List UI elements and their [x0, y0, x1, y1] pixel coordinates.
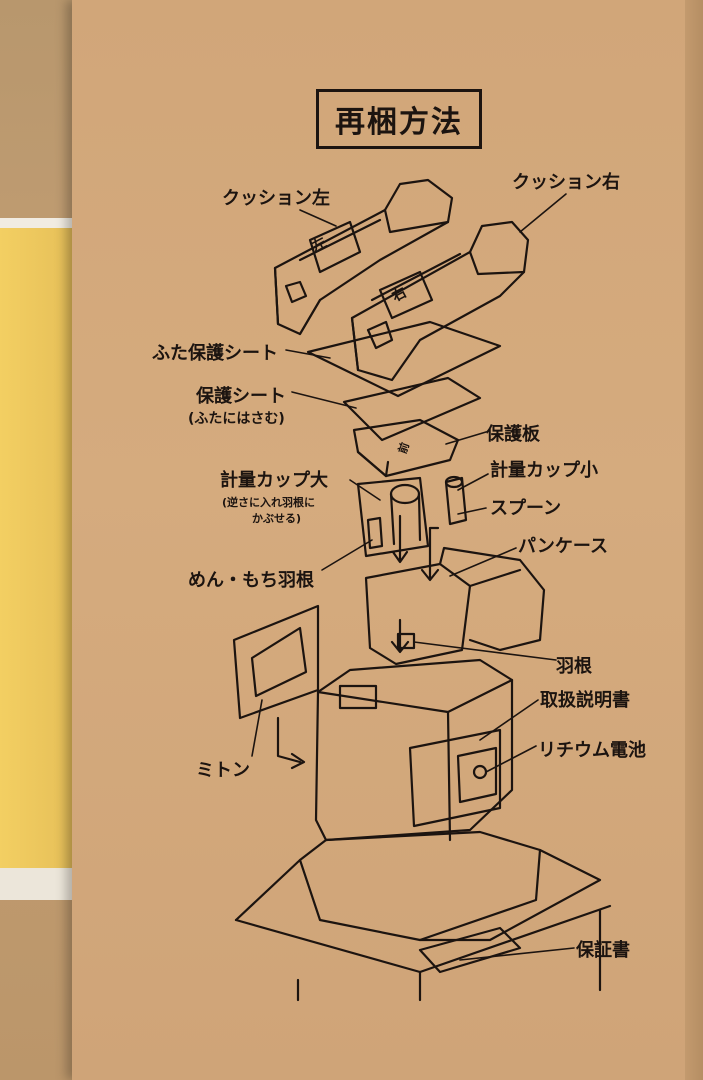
label-cushion-right: クッション右	[512, 172, 620, 193]
label-cup-large-note-1: (逆さに入れ羽根に	[222, 496, 316, 509]
label-warranty: 保証書	[576, 940, 630, 961]
label-cup-small: 計量カップ小	[490, 460, 598, 481]
cardboard-panel	[72, 0, 703, 1080]
base-box-illustration	[234, 830, 612, 1002]
arrow-down-left	[391, 514, 409, 564]
mitten-illustration	[232, 604, 320, 770]
label-protect-sheet: 保護シート	[196, 386, 286, 407]
label-noodle-blade: めん・もち羽根	[188, 570, 314, 591]
leader-lines	[251, 193, 575, 961]
protect-board-illustration	[352, 418, 460, 478]
label-manual: 取扱説明書	[540, 690, 630, 711]
lid-sheet-illustration	[306, 320, 502, 398]
label-battery: リチウム電池	[538, 740, 646, 761]
label-pan-case: パンケース	[518, 536, 608, 557]
label-cup-large-note-2: かぶせる)	[252, 512, 302, 525]
protect-sheet-illustration	[342, 376, 482, 442]
cushion-left-illustration	[273, 178, 454, 336]
arrow-down-right	[420, 526, 440, 582]
label-lid-sheet: ふた保護シート	[152, 343, 278, 364]
panel-edge	[685, 0, 703, 1080]
cushion-right-illustration	[350, 220, 530, 382]
label-protect-sheet-note: (ふたにはさむ)	[188, 411, 285, 427]
label-cup-large: 計量カップ大	[220, 470, 328, 491]
machine-illustration	[314, 658, 514, 842]
label-blade: 羽根	[556, 656, 592, 677]
label-mitten: ミトン	[196, 760, 250, 781]
label-spoon: スプーン	[490, 498, 562, 519]
cup-small-illustration	[444, 475, 468, 526]
pan-case-illustration	[364, 546, 546, 666]
page-title: 再梱方法	[316, 89, 482, 149]
label-protect-board: 保護板	[486, 424, 540, 445]
label-cushion-left: クッション左	[222, 188, 330, 209]
cup-large-illustration	[356, 476, 430, 558]
